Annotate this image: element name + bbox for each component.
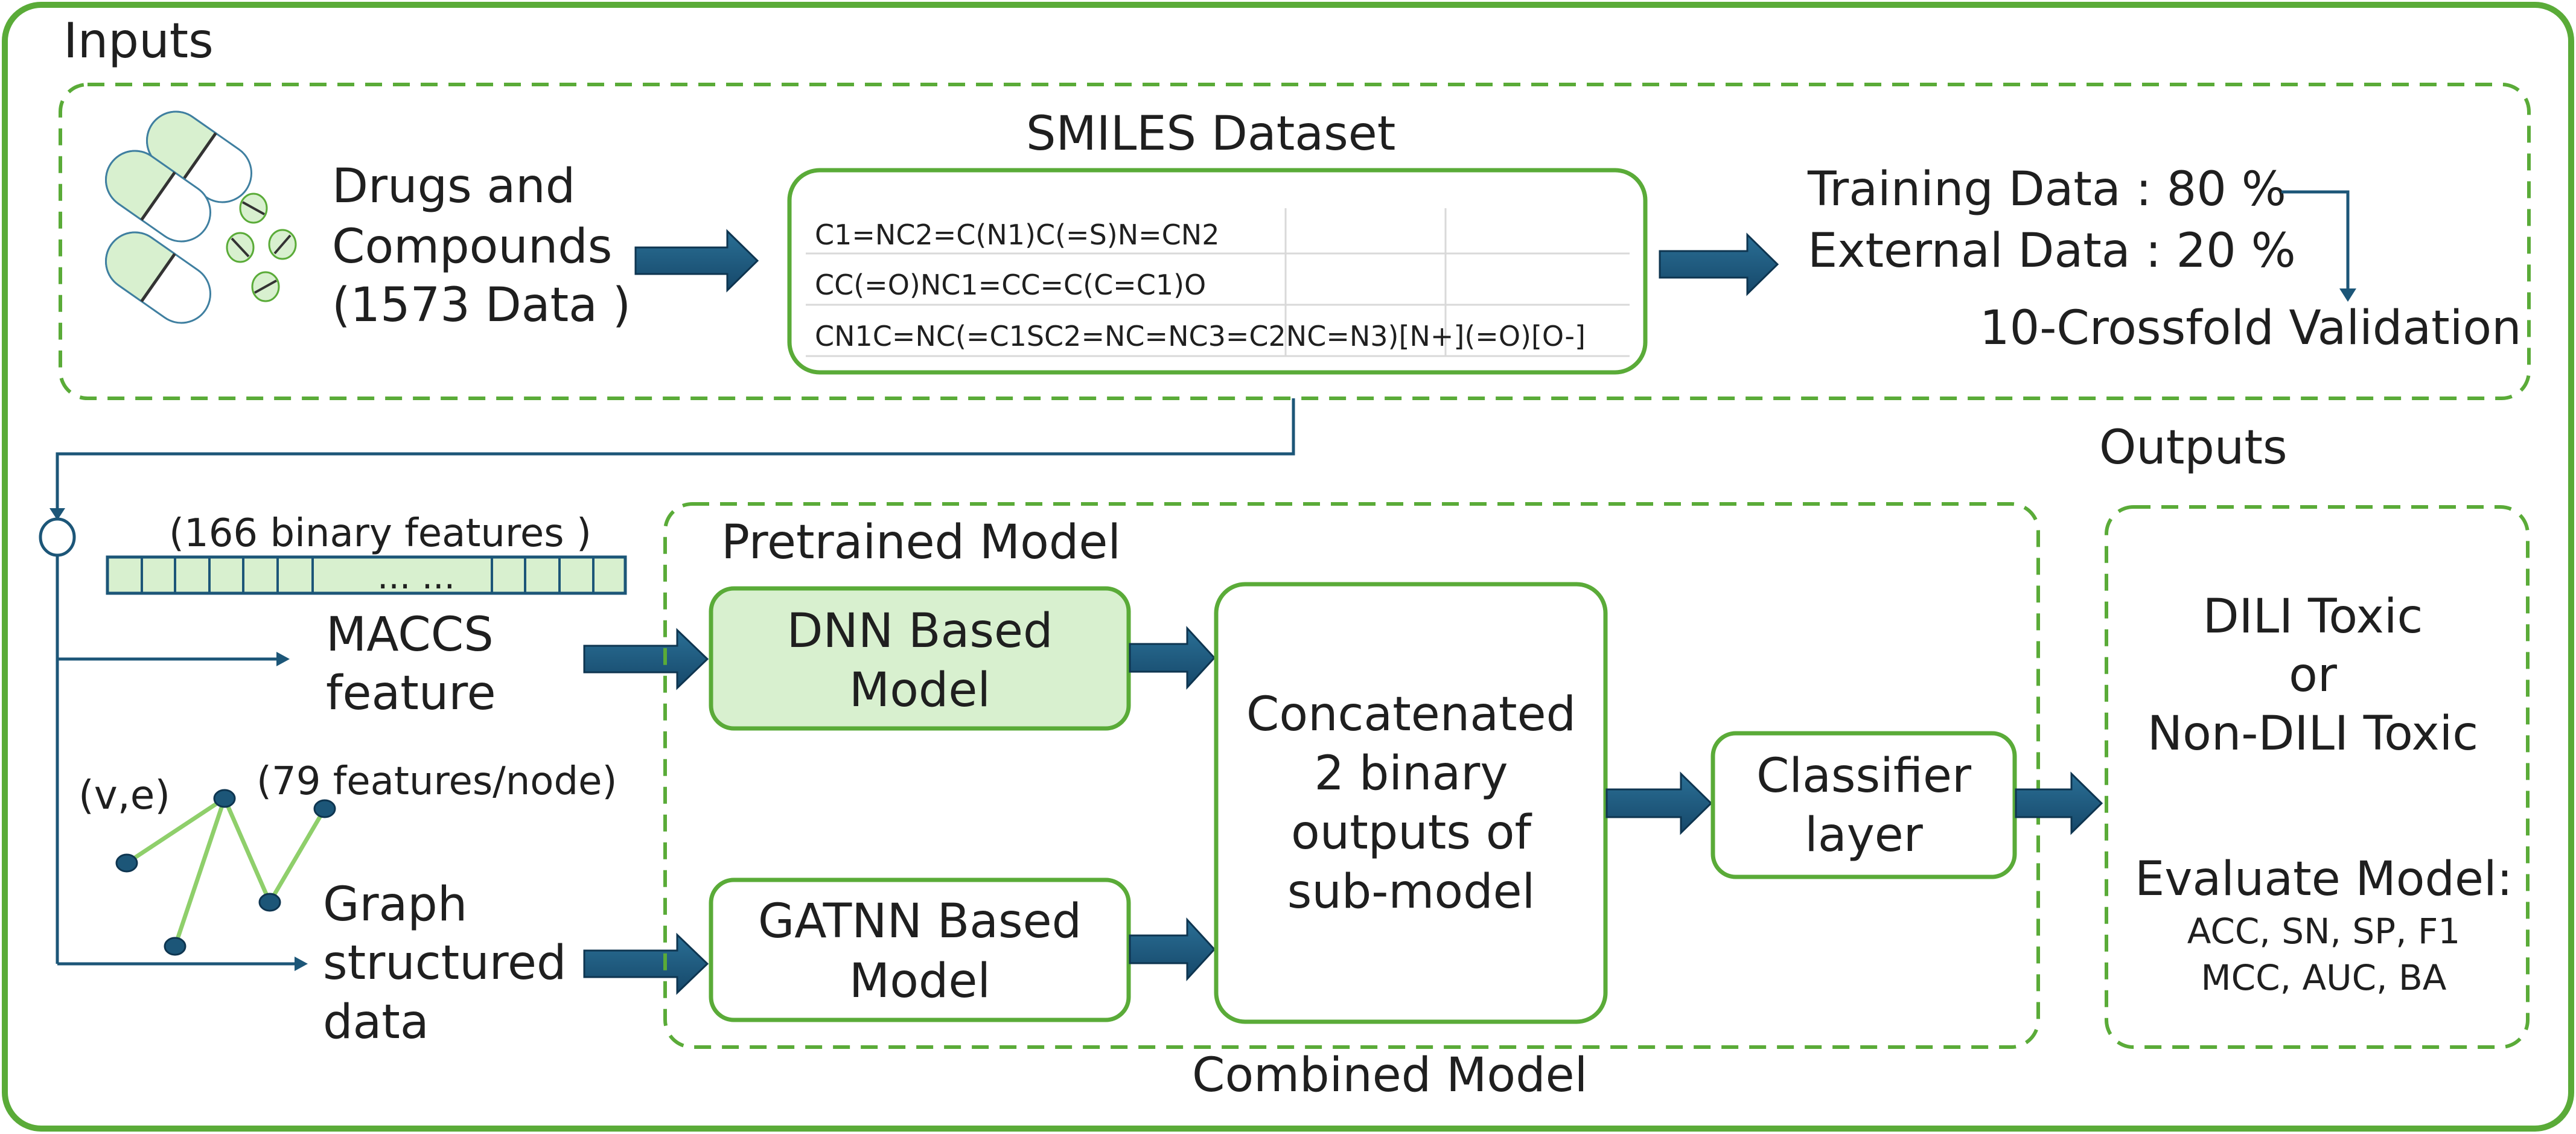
graph-label-line3: data <box>323 995 429 1050</box>
arrow-graph-to-gatnn <box>583 932 709 995</box>
node-features-label: (79 features/node) <box>257 759 617 804</box>
smiles-row-1: C1=NC2=C(N1)C(=S)N=CN2 <box>815 218 1219 251</box>
vector-ellipsis: ... ... <box>377 556 455 597</box>
dili-toxic-label: DILI Toxic <box>2203 590 2423 644</box>
validation-label: 10-Crossfold Validation <box>1980 301 2522 355</box>
smiles-to-features-connector <box>56 398 1295 513</box>
classifier-label-line2: layer <box>1805 808 1924 862</box>
binary-features-label: (166 binary features ) <box>169 511 591 556</box>
classifier-box <box>1710 731 2017 879</box>
gatnn-label-line2: Model <box>849 954 990 1008</box>
binary-feature-vector <box>106 555 627 595</box>
concat-box <box>1214 582 1608 1024</box>
arrow-concat-to-classifier <box>1605 771 1713 835</box>
graph-icon <box>115 789 336 956</box>
pills-icon <box>104 110 297 324</box>
maccs-label-line2: feature <box>326 666 496 721</box>
graph-label-line2: structured <box>323 936 566 990</box>
or-label: or <box>2289 648 2338 702</box>
classifier-label-line1: Classifier <box>1756 749 1972 803</box>
outputs-heading: Outputs <box>2099 421 2287 475</box>
concat-label-line1: Concatenated <box>1246 687 1576 742</box>
evaluate-model-label: Evaluate Model: <box>2135 852 2513 906</box>
pretrained-model-box <box>663 502 2040 1049</box>
branch-maccs-arrowhead <box>276 652 290 666</box>
drugs-label-line2: Compounds <box>332 220 612 274</box>
concat-label-line2: 2 binary <box>1314 747 1508 801</box>
dnn-label-line2: Model <box>849 663 990 718</box>
arrow-maccs-to-dnn <box>583 628 709 690</box>
pretrained-model-heading: Pretrained Model <box>721 515 1121 570</box>
smiles-row-3: CN1C=NC(=C1SC2=NC=NC3=C2NC=N3)[N+](=O)[O… <box>815 320 1586 352</box>
arrow-drugs-to-smiles <box>634 229 759 293</box>
drugs-label-line1: Drugs and <box>332 159 575 214</box>
training-data-label: Training Data : 80 % <box>1807 162 2286 217</box>
arrow-smiles-to-split <box>1659 232 1779 296</box>
arrow-classifier-to-outputs <box>2015 771 2103 835</box>
external-data-label: External Data : 20 % <box>1808 224 2296 278</box>
smiles-title: SMILES Dataset <box>1026 107 1395 161</box>
validation-arrowhead <box>2339 288 2356 302</box>
combined-model-label: Combined Model <box>1192 1048 1587 1103</box>
arrow-dnn-to-concat <box>1129 626 1216 690</box>
maccs-label-line1: MACCS <box>326 608 494 662</box>
training-to-validation-connector <box>2281 190 2350 290</box>
gatnn-label-line1: GATNN Based <box>758 894 1082 949</box>
drugs-label-line3: (1573 Data ) <box>332 278 631 333</box>
branch-graph-arrowhead <box>295 957 308 971</box>
arrow-gatnn-to-concat <box>1129 917 1216 981</box>
graph-label-line1: Graph <box>323 878 467 932</box>
smiles-row-2: CC(=O)NC1=CC=C(C=C1)O <box>815 269 1206 301</box>
concat-label-line3: outputs of <box>1291 806 1532 860</box>
branch-node-icon <box>39 517 76 557</box>
metrics-line1: ACC, SN, SP, F1 <box>2187 911 2461 952</box>
smiles-table-grid <box>806 208 1630 357</box>
gatnn-model-box <box>709 878 1131 1022</box>
outputs-box <box>2105 505 2530 1049</box>
inputs-box <box>59 83 2531 400</box>
metrics-line2: MCC, AUC, BA <box>2201 957 2447 998</box>
non-dili-toxic-label: Non-DILI Toxic <box>2147 707 2478 761</box>
concat-label-line4: sub-model <box>1287 865 1535 919</box>
inputs-heading: Inputs <box>63 13 214 69</box>
dnn-label-line1: DNN Based <box>787 604 1053 658</box>
smiles-box <box>787 168 1648 375</box>
features-arrowhead <box>49 508 65 520</box>
ve-label: (v,e) <box>78 772 170 818</box>
dnn-model-box <box>709 586 1131 731</box>
